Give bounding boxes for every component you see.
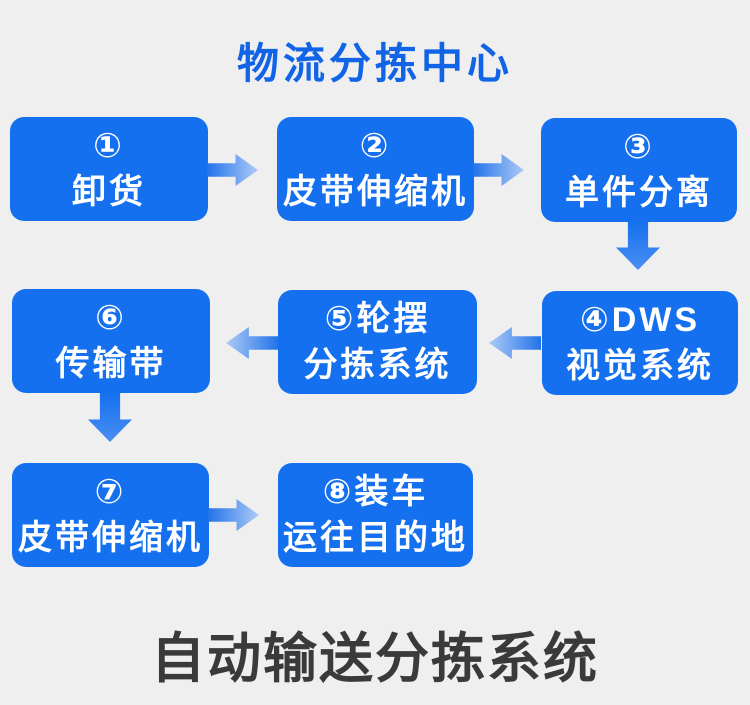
step-number: ⑦ (94, 473, 127, 511)
arrow-left-icon (489, 327, 541, 359)
flow-step-2-telescopic-belt: ② 皮带伸缩机 (277, 117, 474, 221)
step-label: 皮带伸缩机 (283, 173, 468, 211)
step-label: 卸货 (72, 173, 146, 211)
flow-step-5-wheel-sorter: ⑤轮摆 分拣系统 (278, 290, 477, 394)
step-number: ① (93, 127, 125, 165)
step-number: ⑧装车 (322, 473, 429, 511)
step-label: 运往目的地 (283, 519, 468, 557)
arrow-right-icon (473, 154, 524, 186)
flow-step-7-telescopic-belt: ⑦ 皮带伸缩机 (12, 463, 209, 567)
flow-step-6-conveyor: ⑥ 传输带 (12, 289, 210, 393)
page-title: 物流分拣中心 (236, 40, 513, 87)
step-number: ② (359, 127, 392, 165)
flow-step-3-singulation: ③ 单件分离 (541, 118, 737, 222)
arrow-left-icon (226, 327, 278, 359)
step-number: ⑤轮摆 (324, 300, 431, 338)
flow-step-8-loading-destination: ⑧装车 运往目的地 (278, 463, 473, 567)
arrow-right-icon (208, 499, 259, 531)
step-number: ⑥ (95, 299, 127, 337)
arrow-down-icon (616, 221, 660, 270)
arrow-right-icon (207, 154, 258, 186)
footer-title: 自动输送分拣系统 (151, 629, 599, 689)
flow-step-1-unloading: ① 卸货 (10, 117, 208, 221)
step-label: 单件分离 (565, 174, 713, 212)
step-number: ③ (623, 128, 655, 166)
step-number: ④DWS (579, 301, 701, 339)
step-label: 视觉系统 (566, 347, 714, 385)
step-label: 皮带伸缩机 (18, 519, 203, 557)
arrow-down-icon (88, 393, 132, 442)
step-label: 分拣系统 (303, 346, 452, 384)
flow-step-4-dws-vision: ④DWS 视觉系统 (542, 291, 738, 395)
step-label: 传输带 (55, 345, 167, 383)
